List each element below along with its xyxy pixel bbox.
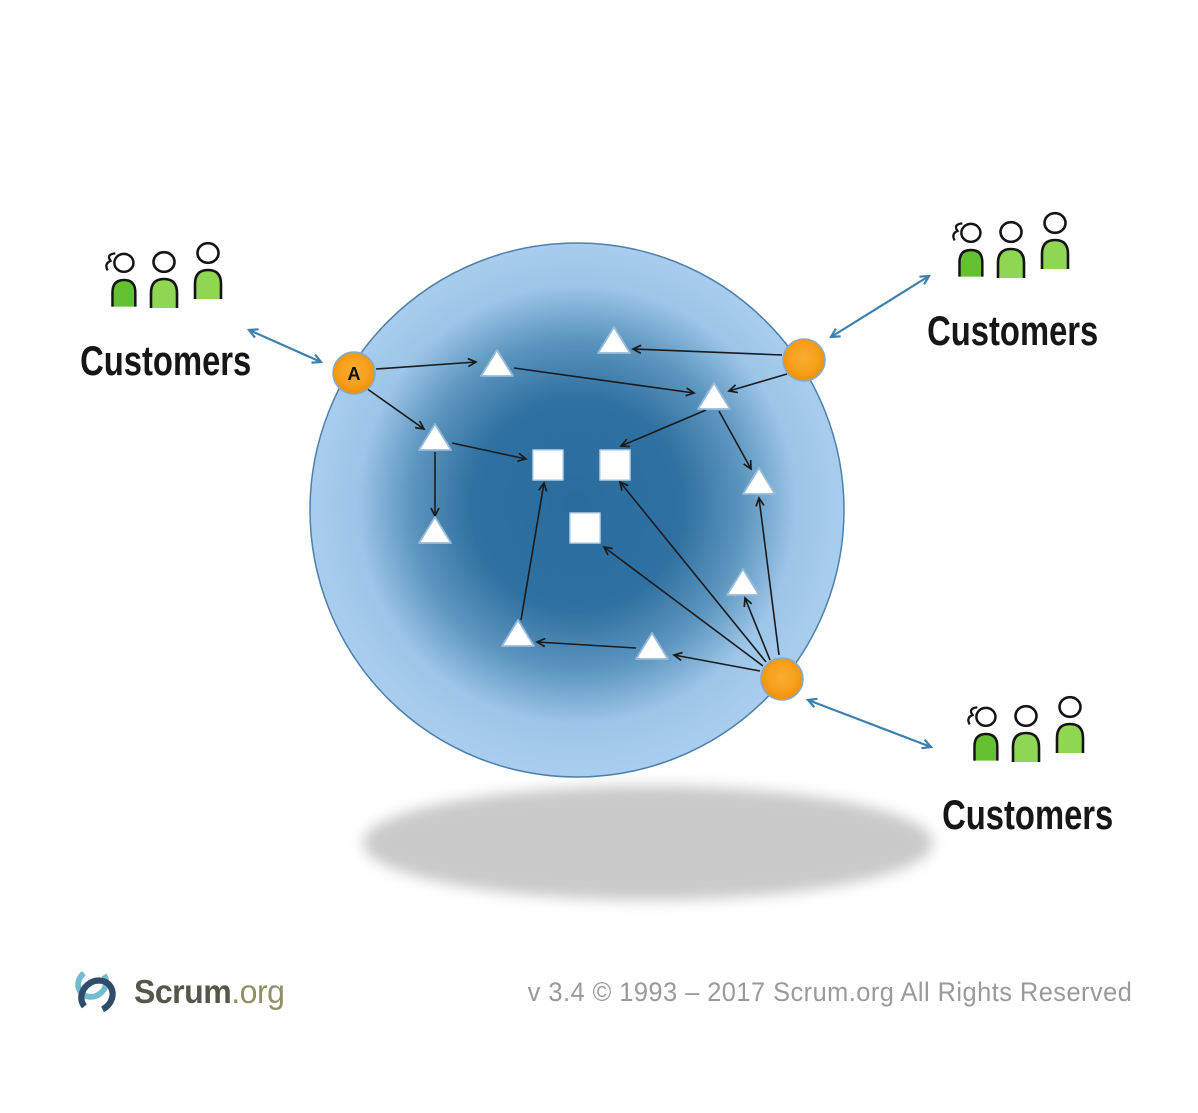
flow-arrow [727,373,788,394]
flow-arrow [602,545,764,667]
flow-arrow [513,367,696,397]
logo-text-scrum: Scrum [134,972,232,1010]
node-triangle-5 [418,516,452,544]
flow-arrow [520,481,548,621]
node-triangle-3 [697,382,731,410]
curly-hair-icon [967,706,978,726]
customers-group-left: Customers [78,241,254,384]
customer-link-arrow [829,274,931,339]
person-icon [996,220,1026,278]
node-square-2 [599,449,631,481]
flow-arrow [618,480,767,663]
node-triangle-9 [635,632,669,660]
customer-icons [102,241,230,312]
person-icon [1011,704,1041,762]
person-icon [1040,211,1070,269]
customer-icons [964,695,1092,766]
flow-arrow [451,442,528,463]
organization-sphere [309,242,845,778]
flow-arrow [535,637,637,649]
curly-hair-icon [105,252,116,272]
flow-arrows [365,344,788,672]
flow-arrow [631,344,783,356]
scrum-org-logo: Scrum.org [68,962,289,1020]
customers-label: Customers [942,791,1114,838]
node-square-1 [532,449,564,481]
person-icon [193,241,223,299]
person-icon [1055,695,1085,753]
node-gateway-a [332,351,376,395]
person-icon [952,222,984,277]
node-triangle-6 [742,467,776,495]
node-triangle-8 [501,619,535,647]
customers-group-top-right: Customers [920,211,1106,354]
customer-link-arrows [246,274,934,750]
node-triangle-2 [597,326,631,354]
customer-link-arrow [246,328,324,364]
flow-arrow [755,496,780,656]
customers-label: Customers [927,307,1099,354]
flow-arrow [743,596,771,661]
flow-arrow [375,357,478,370]
node-triangle-1 [480,349,514,377]
flow-arrow [365,387,426,431]
node-label-gateway-a: A [348,364,361,384]
node-gateway-bottom-right [760,657,804,701]
customer-icons [949,211,1077,282]
flow-arrow [619,409,707,448]
person-icon [149,250,179,308]
person-icon [105,252,137,307]
scrum-org-swirl-icon [75,966,116,1015]
node-square-3 [569,512,601,544]
person-icon [967,706,999,761]
flow-arrow [718,410,752,471]
logo-text-org: .org [231,972,285,1010]
customers-label: Customers [80,337,252,384]
flow-arrow [672,651,761,672]
team-nodes: A [332,326,826,701]
customer-link-arrow [805,697,934,750]
node-gateway-top-right [782,338,826,382]
logo-wordmark: Scrum.org [134,972,285,1010]
curly-hair-icon [952,222,963,242]
node-triangle-4 [418,423,452,451]
shadow-ellipse [363,786,933,900]
customers-group-bottom-right: Customers [930,695,1126,838]
copyright-text: v 3.4 © 1993 – 2017 Scrum.org All Rights… [527,977,1133,1007]
node-triangle-7 [726,568,760,596]
